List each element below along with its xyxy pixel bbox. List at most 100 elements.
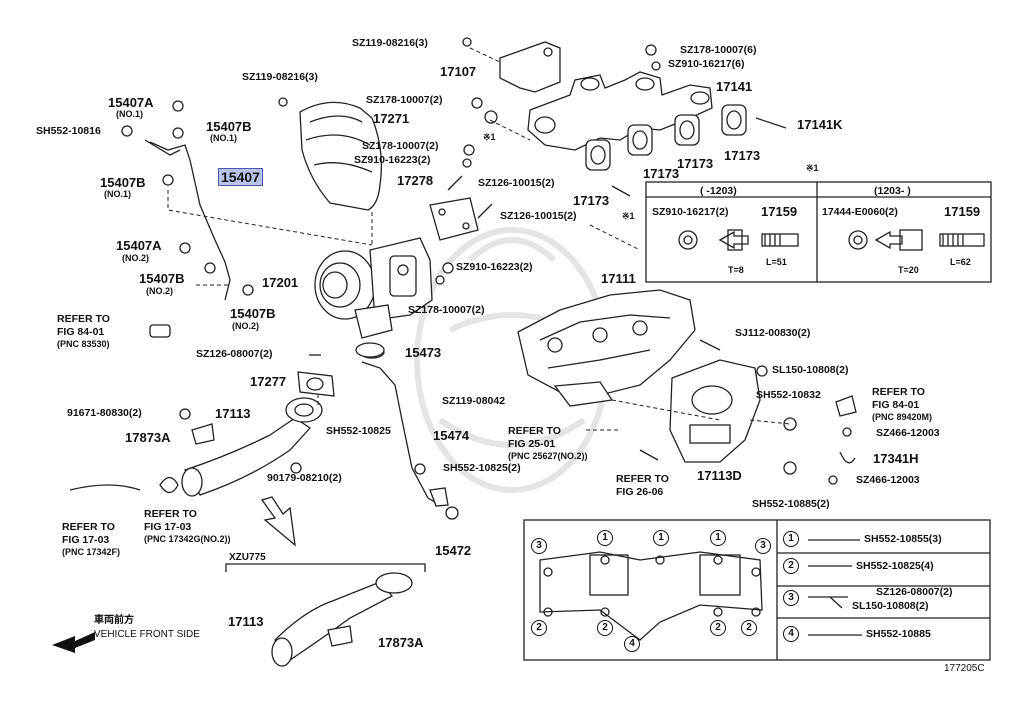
label-sz910-16217-6[interactable]: SZ910-16217(6) — [668, 58, 745, 70]
part-17113-a[interactable]: 17113 — [215, 406, 251, 421]
refer-fig-26-06[interactable]: REFER TO FIG 26-06 — [616, 473, 669, 499]
label-sz119-08216-left[interactable]: SZ119-08216(3) — [242, 71, 318, 83]
part-15407b-4[interactable]: 15407B — [230, 306, 276, 321]
part-17173-c[interactable]: 17173 — [573, 193, 610, 208]
label-91671-80830[interactable]: 91671-80830(2) — [67, 407, 142, 419]
part-17113-b[interactable]: 17113 — [228, 614, 264, 629]
part-15473[interactable]: 15473 — [405, 345, 442, 360]
legend-part-3b[interactable]: SL150-10808(2) — [852, 600, 929, 612]
part-17277[interactable]: 17277 — [250, 374, 287, 389]
bolt-marker-4: 4 — [624, 636, 640, 652]
bolt-marker-2: 2 — [710, 620, 726, 636]
label-sz466-12003-b[interactable]: SZ466-12003 — [856, 474, 920, 486]
legend-part-4[interactable]: SH552-10885 — [866, 628, 931, 640]
refer-pnc: (PNC 89420M) — [872, 412, 933, 423]
variant-col2-stud[interactable]: 17159 — [944, 204, 981, 219]
oil-pipe-15474 — [361, 361, 441, 506]
note-no1-b: (NO.1) — [210, 133, 237, 143]
part-17173-b[interactable]: 17173 — [724, 148, 761, 163]
label-sz910-16223-2a[interactable]: SZ910-16223(2) — [354, 154, 431, 166]
part-17873a-b[interactable]: 17873A — [378, 635, 424, 650]
refer-line2: FIG 17-03 — [62, 534, 110, 547]
legend-num-3: 3 — [783, 590, 799, 606]
bolt-marker-2: 2 — [741, 620, 757, 636]
refer-line1: REFER TO — [144, 508, 197, 520]
label-sh552-10832[interactable]: SH552-10832 — [756, 389, 821, 401]
mark1-b: ※1 — [622, 211, 635, 221]
variant-col2-l: L=62 — [950, 257, 971, 267]
legend-part-1[interactable]: SH552-10855(3) — [864, 533, 942, 545]
part-17271[interactable]: 17271 — [373, 111, 410, 126]
front-label-jp: 車両前方 — [94, 615, 134, 626]
exhaust-pipe-17113 — [184, 417, 311, 496]
label-sz126-10015-2a[interactable]: SZ126-10015(2) — [478, 177, 555, 189]
variant-col2-t: T=20 — [898, 265, 919, 275]
part-17173-a[interactable]: 17173 — [677, 156, 714, 171]
label-sz119-08216-top[interactable]: SZ119-08216(3) — [352, 37, 428, 49]
note-no2-b: (NO.2) — [146, 286, 173, 296]
part-17141k[interactable]: 17141K — [797, 117, 843, 132]
part-15407-highlighted[interactable]: 15407 — [218, 168, 263, 186]
part-15407b-3[interactable]: 15407B — [139, 271, 185, 286]
part-17201[interactable]: 17201 — [262, 275, 299, 290]
mark1-c: ※1 — [806, 163, 819, 173]
legend-part-2[interactable]: SH552-10825(4) — [856, 560, 934, 572]
part-17173-hidden[interactable]: 17173 — [643, 166, 680, 181]
part-17107[interactable]: 17107 — [440, 64, 477, 79]
hose-17342f — [69, 484, 141, 491]
label-sz126-08007[interactable]: SZ126-08007(2) — [196, 348, 273, 360]
legend-part-3[interactable]: SZ126-08007(2) — [876, 586, 953, 598]
part-15407b-2[interactable]: 15407B — [100, 175, 146, 190]
label-sz178-10007-6[interactable]: SZ178-10007(6) — [680, 44, 757, 56]
fasteners — [121, 37, 852, 485]
exhaust-pipe-17113-xzu775 — [274, 581, 394, 661]
legend-num-2: 2 — [783, 558, 799, 574]
refer-fig-84-01-right[interactable]: REFER TO FIG 84-01 (PNC 89420M) — [872, 386, 932, 424]
part-17113d[interactable]: 17113D — [697, 468, 742, 483]
intake-manifold-17111 — [517, 289, 696, 396]
label-sz910-16223-2b[interactable]: SZ910-16223(2) — [456, 261, 533, 273]
part-17141[interactable]: 17141 — [716, 79, 753, 94]
label-sz119-08042[interactable]: SZ119-08042 — [442, 395, 506, 407]
variant-col1-t: T=8 — [728, 265, 744, 275]
label-sz178-10007-2c[interactable]: SZ178-10007(2) — [408, 304, 485, 316]
refer-fig-25-01[interactable]: REFER TO FIG 25-01 (PNC 25627(NO.2)) — [508, 425, 588, 463]
part-15474[interactable]: 15474 — [433, 428, 470, 443]
mark1-a: ※1 — [483, 132, 496, 142]
label-sh552-10885-2[interactable]: SH552-10885(2) — [752, 498, 830, 510]
label-90179-08210[interactable]: 90179-08210(2) — [267, 472, 342, 484]
label-sz466-12003-a[interactable]: SZ466-12003 — [876, 427, 940, 439]
refer-pnc: (PNC 17342F) — [62, 547, 121, 558]
part-17341h[interactable]: 17341H — [873, 451, 919, 466]
label-sz178-10007-2b[interactable]: SZ178-10007(2) — [362, 140, 439, 152]
note-no2-c: (NO.2) — [232, 321, 259, 331]
part-15407a-2[interactable]: 15407A — [116, 238, 162, 253]
label-sl150-10808[interactable]: SL150-10808(2) — [772, 364, 849, 376]
label-sh552-10816[interactable]: SH552-10816 — [36, 125, 101, 137]
refer-fig-17-03-b[interactable]: REFER TO FIG 17-03 (PNC 17342G(NO.2)) — [144, 508, 231, 546]
refer-line1: REFER TO — [872, 386, 925, 398]
diagram-id: 177205C — [944, 663, 985, 674]
bolt-marker-1: 1 — [653, 530, 669, 546]
oil-pipe-15407 — [149, 141, 231, 301]
reference-lines — [167, 47, 791, 431]
label-sh552-10825-2[interactable]: SH552-10825(2) — [443, 462, 521, 474]
part-15407b-1[interactable]: 15407B — [206, 119, 252, 134]
part-17873a-a[interactable]: 17873A — [125, 430, 171, 445]
variant-col1-l: L=51 — [766, 257, 787, 267]
refer-line1: REFER TO — [57, 313, 110, 325]
label-sz178-10007-2a[interactable]: SZ178-10007(2) — [366, 94, 443, 106]
part-17278[interactable]: 17278 — [397, 173, 434, 188]
part-15472[interactable]: 15472 — [435, 543, 472, 558]
refer-fig-17-03-a[interactable]: REFER TO FIG 17-03 (PNC 17342F) — [62, 521, 120, 559]
label-sj112-00830[interactable]: SJ112-00830(2) — [735, 327, 811, 339]
refer-fig-84-01-left[interactable]: REFER TO FIG 84-01 (PNC 83530) — [57, 313, 110, 351]
bolt-marker-3: 3 — [755, 538, 771, 554]
part-17111[interactable]: 17111 — [601, 271, 636, 286]
label-sh552-10825[interactable]: SH552-10825 — [326, 425, 391, 437]
label-sz126-10015-2b[interactable]: SZ126-10015(2) — [500, 210, 577, 222]
variant-col2-gasket[interactable]: 17444-E0060(2) — [822, 206, 898, 218]
part-15407a-1[interactable]: 15407A — [108, 95, 154, 110]
variant-col1-stud[interactable]: 17159 — [761, 204, 798, 219]
variant-col1-gasket[interactable]: SZ910-16217(2) — [652, 206, 729, 218]
